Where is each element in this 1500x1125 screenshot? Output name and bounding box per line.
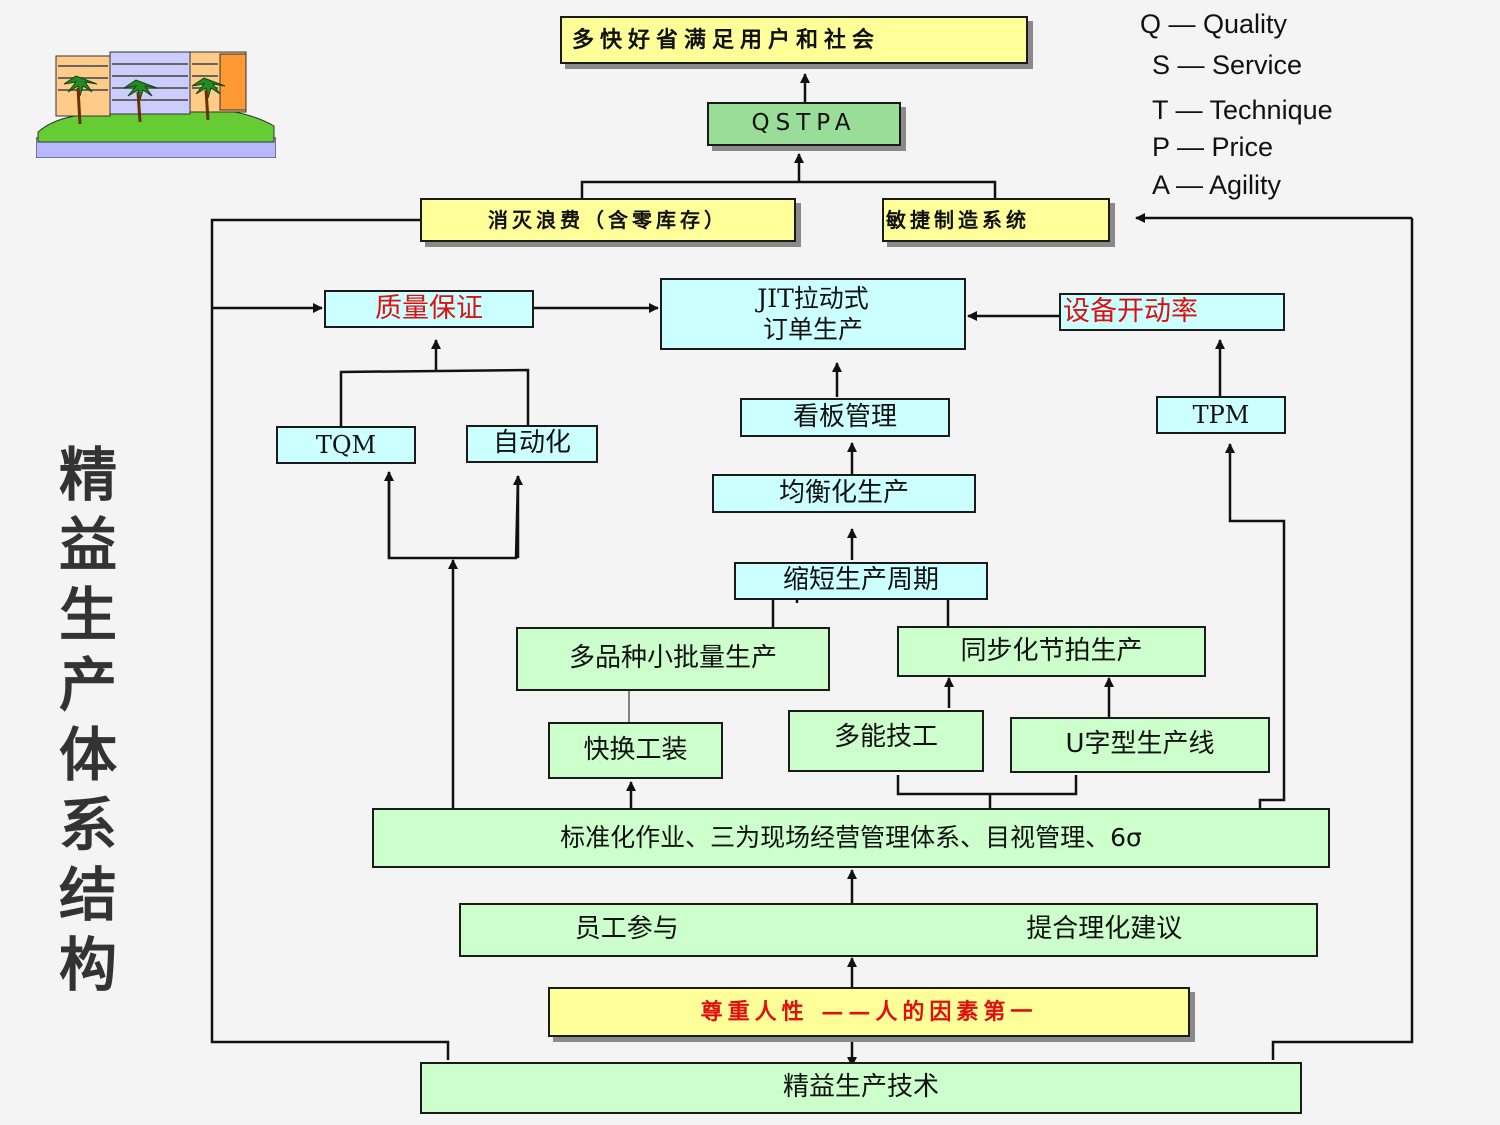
node-tqm: TQM (276, 426, 416, 464)
node-u-line-label: U字型生产线 (1065, 729, 1215, 760)
node-level-production: 均衡化生产 (712, 474, 976, 513)
node-quality-assurance: 质量保证 (324, 290, 534, 328)
node-u-line: U字型生产线 (1010, 717, 1270, 773)
node-employee-participation-label: 员工参与 (574, 914, 679, 945)
legend-q: Q — Quality (1140, 9, 1288, 39)
qstpa-legend: Q — Quality S — Service T — Technique P … (1140, 4, 1333, 206)
node-multi-skill: 多能技工 (788, 710, 984, 772)
node-top-goal-label: 多快好省满足用户和社会 (572, 26, 881, 53)
node-multi-skill-label: 多能技工 (833, 722, 938, 752)
vertical-title: 精益生产体系结构 (50, 440, 126, 1000)
vertical-title-text: 精益生产体系结构 (58, 441, 117, 999)
node-respect-humanity-label: 尊重人性 ——人的因素第一 (700, 998, 1038, 1025)
node-equipment-rate: 设备开动率 (1059, 293, 1285, 331)
bracket-waste-agile (580, 180, 997, 198)
bracket-std-skill-uline (896, 775, 1078, 796)
node-tqm-label: TQM (315, 430, 377, 459)
node-cycle-reduction: 缩短生产周期 (734, 562, 988, 600)
node-agile-manufacturing: 敏捷制造系统 (882, 198, 1110, 242)
node-multi-variety-label: 多品种小批量生产 (568, 643, 777, 674)
node-synchronized-label: 同步化节拍生产 (960, 635, 1143, 666)
node-lean-technology-label: 精益生产技术 (782, 1072, 939, 1103)
node-tpm: TPM (1156, 396, 1286, 434)
legend-p: P — Price (1152, 132, 1274, 162)
node-cycle-reduction-label: 缩短生产周期 (782, 565, 939, 596)
node-kanban: 看板管理 (740, 398, 950, 437)
outer-loop-right (1271, 218, 1414, 1060)
node-qstpa-label: QSTPA (751, 110, 857, 137)
node-multi-variety: 多品种小批量生产 (516, 627, 830, 691)
node-respect-humanity: 尊重人性 ——人的因素第一 (548, 987, 1190, 1037)
node-quick-changeover: 快换工装 (548, 722, 723, 779)
bracket-tqm-auto-bottom (387, 472, 520, 560)
node-qstpa: QSTPA (707, 102, 901, 146)
line-std-to-tpm (1225, 443, 1286, 808)
node-eliminate-waste: 消灭浪费（含零库存） (420, 198, 796, 242)
node-eliminate-waste-label: 消灭浪费（含零库存） (488, 208, 728, 232)
node-kanban-label: 看板管理 (792, 401, 897, 432)
node-lean-technology: 精益生产技术 (420, 1062, 1302, 1114)
node-standardization: 标准化作业、三为现场经营管理体系、目视管理、6σ (372, 808, 1330, 868)
node-tpm-label: TPM (1192, 400, 1250, 429)
building-illustration (36, 51, 276, 158)
node-agile-manufacturing-label: 敏捷制造系统 (886, 208, 1030, 232)
node-quality-assurance-label: 质量保证 (375, 292, 483, 324)
node-jit-production-label: JIT拉动式 订单生产 (757, 283, 869, 344)
node-equipment-rate-label: 设备开动率 (1063, 295, 1198, 327)
node-top-goal: 多快好省满足用户和社会 (560, 16, 1028, 64)
node-automation: 自动化 (466, 425, 598, 463)
node-quick-changeover-label: 快换工装 (583, 734, 688, 765)
node-employee-row: 员工参与 提合理化建议 (459, 903, 1318, 957)
legend-s: S — Service (1152, 50, 1303, 80)
legend-t: T — Technique (1152, 95, 1333, 125)
node-jit-production: JIT拉动式 订单生产 (660, 278, 966, 350)
legend-a: A — Agility (1152, 170, 1282, 200)
node-automation-label: 自动化 (492, 428, 571, 459)
bracket-tqm-auto (339, 368, 530, 427)
node-standardization-label: 标准化作业、三为现场经营管理体系、目视管理、6σ (560, 823, 1142, 852)
outer-loop-left (210, 218, 450, 1060)
node-rational-suggestion-label: 提合理化建议 (1026, 914, 1183, 945)
node-synchronized: 同步化节拍生产 (897, 626, 1206, 677)
node-level-production-label: 均衡化生产 (778, 477, 909, 508)
